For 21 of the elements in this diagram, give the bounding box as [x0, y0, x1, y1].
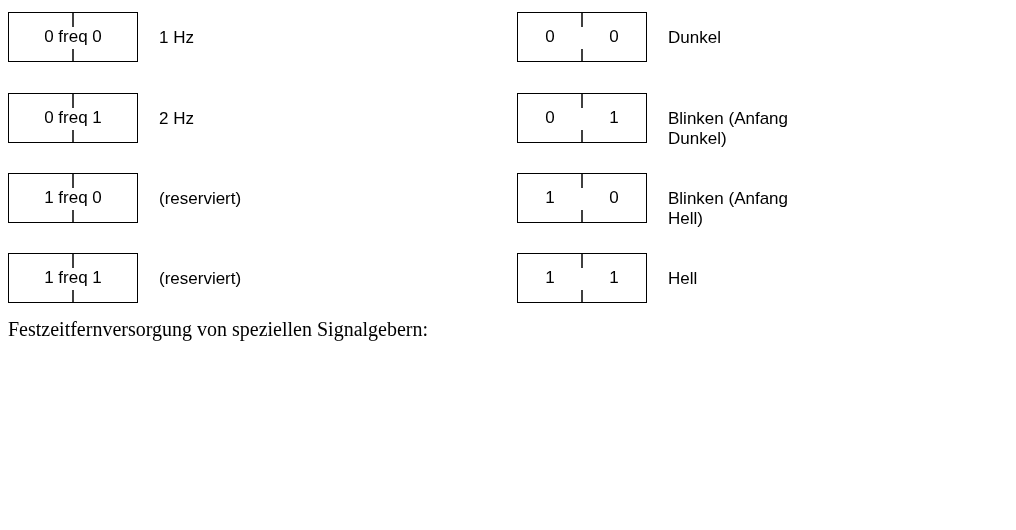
- bit-value: 0: [545, 27, 555, 47]
- bit-value: 0: [545, 108, 555, 128]
- bit-code: 1 freq 1: [44, 268, 102, 288]
- bit-value: 1: [609, 268, 619, 288]
- meaning-label: Dunkel: [668, 28, 722, 48]
- bit-value: 0: [609, 188, 619, 208]
- bit-code: 1 freq 0: [44, 188, 102, 208]
- meaning-label: Blinken (Anfang Dunkel): [668, 109, 790, 149]
- bit-value: 1: [609, 108, 619, 128]
- meaning-label: (reserviert): [159, 189, 243, 209]
- meaning-label: (reserviert): [159, 269, 243, 289]
- meaning-label: Blinken (Anfang Hell): [668, 189, 790, 229]
- bit-code: 0 freq 1: [44, 108, 102, 128]
- meaning-label: 2 Hz: [159, 109, 195, 129]
- meaning-label: 1 Hz: [159, 28, 195, 48]
- bit-value: 1: [545, 188, 555, 208]
- bit-code: 0 freq 0: [44, 27, 102, 47]
- bit-value: 1: [545, 268, 555, 288]
- bit-value: 0: [609, 27, 619, 47]
- meaning-label: Hell: [668, 269, 699, 289]
- caption: Festzeitfernversorgung von speziellen Signalgebern:: [8, 318, 429, 341]
